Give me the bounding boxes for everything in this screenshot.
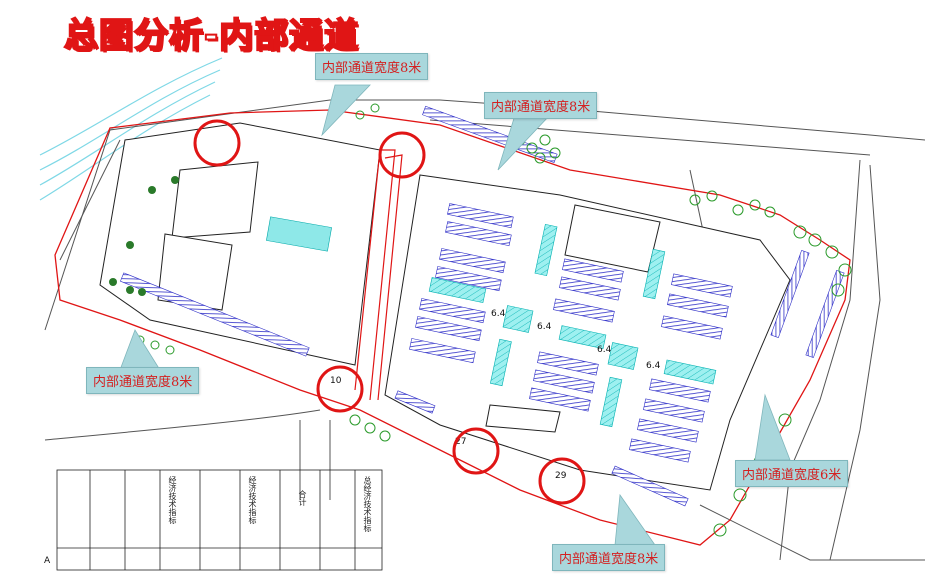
callout-pointers: [119, 84, 791, 546]
entrance-markers: [193, 119, 586, 505]
svg-text:6.4: 6.4: [537, 322, 552, 332]
svg-text:6.4: 6.4: [491, 309, 506, 319]
marker-ring-sw: [316, 365, 364, 413]
road-lines: [44, 99, 925, 561]
marker-ring-nw: [193, 119, 241, 167]
table-col-a: 经济技术指标: [168, 476, 177, 524]
internal-road-vertical: [354, 149, 403, 401]
svg-text:6.4: 6.4: [646, 361, 661, 371]
marker-ring-se: [538, 457, 586, 505]
elevation-labels: 6.4 6.4 6.4 6.4 10 27 29: [330, 309, 661, 481]
callout-top-center: 内部通道宽度8米: [484, 92, 598, 119]
table-marker: A: [44, 556, 51, 566]
table-header: 总经济技术指标: [363, 476, 372, 532]
marker-ring-s: [452, 427, 500, 475]
table-col-c: 合计: [298, 490, 307, 506]
left-building-block: [99, 122, 381, 366]
property-boundary: [54, 109, 851, 546]
table-col-b: 经济技术指标: [248, 476, 257, 524]
parking-rows: [120, 105, 845, 507]
svg-text:6.4: 6.4: [597, 345, 612, 355]
marker-ring-n: [378, 131, 426, 179]
svg-text:10: 10: [330, 376, 342, 386]
contour-lines: [39, 57, 223, 201]
callout-top-left: 内部通道宽度8米: [315, 53, 429, 80]
shrubs: [109, 176, 179, 296]
page-title: 总图分析-内部通道: [63, 15, 360, 57]
svg-text:27: 27: [455, 437, 466, 447]
green-patches: [428, 223, 717, 428]
green-patch-left: [266, 216, 332, 252]
svg-text:29: 29: [555, 471, 567, 481]
economic-table-text: 总经济技术指标 经济技术指标 经济技术指标 合计: [57, 470, 382, 570]
callout-left: 内部通道宽度8米: [86, 367, 200, 394]
callout-bottom: 内部通道宽度8米: [552, 544, 666, 571]
economic-table: [56, 469, 383, 571]
callout-right: 内部通道宽度6米: [735, 460, 849, 487]
